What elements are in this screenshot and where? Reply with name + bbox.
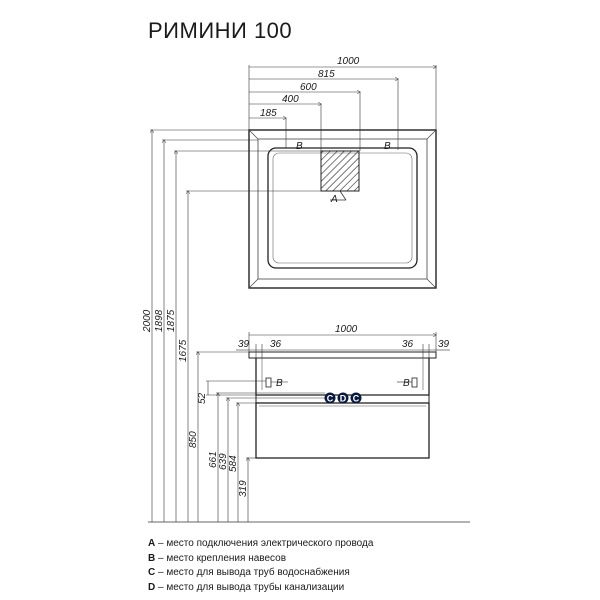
dim-cabinet-36-left: 36 (270, 339, 282, 350)
dim-height-661: 661 (208, 451, 219, 468)
dim-cabinet-39-left: 39 (238, 339, 250, 350)
marker-d: D (340, 394, 347, 404)
dim-height-2000: 2000 (142, 309, 153, 333)
dim-height-850: 850 (188, 431, 199, 448)
marker-c-right: C (353, 394, 360, 404)
legend-item-a: A – место подключения электрического про… (148, 538, 374, 549)
dim-mirror-1000: 1000 (337, 56, 360, 67)
socket-hatched-area (320, 150, 360, 192)
dim-height-584: 584 (228, 455, 239, 472)
mark-b-cabinet-left: B (276, 378, 283, 389)
legend-item-b: B – место крепления навесов (148, 552, 287, 564)
legend: A – место подключения электрического про… (148, 537, 373, 595)
mark-b-cabinet-right: B (403, 378, 410, 389)
dim-height-1898: 1898 (154, 309, 165, 332)
dim-mirror-185: 185 (260, 108, 277, 119)
cabinet-width-dimensions (236, 332, 450, 358)
dim-cabinet-1000: 1000 (335, 324, 358, 335)
drawing-title: РИМИНИ 100 (148, 18, 293, 43)
mark-b-left: B (296, 141, 303, 152)
dim-height-1875: 1875 (166, 309, 177, 332)
cabinet-drawing: B B C D C (248, 351, 437, 459)
dim-mirror-815: 815 (318, 69, 335, 80)
legend-item-c: C – место для вывода труб водоснабжения (148, 567, 350, 578)
connection-markers: C D C (324, 392, 362, 404)
dim-height-319: 319 (238, 480, 249, 497)
mark-b-right: B (384, 141, 391, 152)
marker-c-left: C (327, 394, 334, 404)
dim-height-639: 639 (218, 453, 229, 470)
height-dimensions-left (150, 130, 321, 522)
dim-height-52: 52 (197, 392, 208, 404)
dim-cabinet-39-right: 39 (438, 339, 450, 350)
dim-height-1675: 1675 (178, 339, 189, 362)
dim-mirror-400: 400 (282, 94, 299, 105)
dim-mirror-600: 600 (300, 82, 317, 93)
mirror-drawing: A B B (248, 129, 437, 289)
height-dimensions-right (196, 352, 325, 522)
legend-item-d: D – место для вывода трубы канализации (148, 581, 345, 593)
mirror-width-dimensions (248, 65, 436, 151)
mark-a: A (330, 194, 338, 205)
dim-cabinet-36-right: 36 (402, 339, 414, 350)
